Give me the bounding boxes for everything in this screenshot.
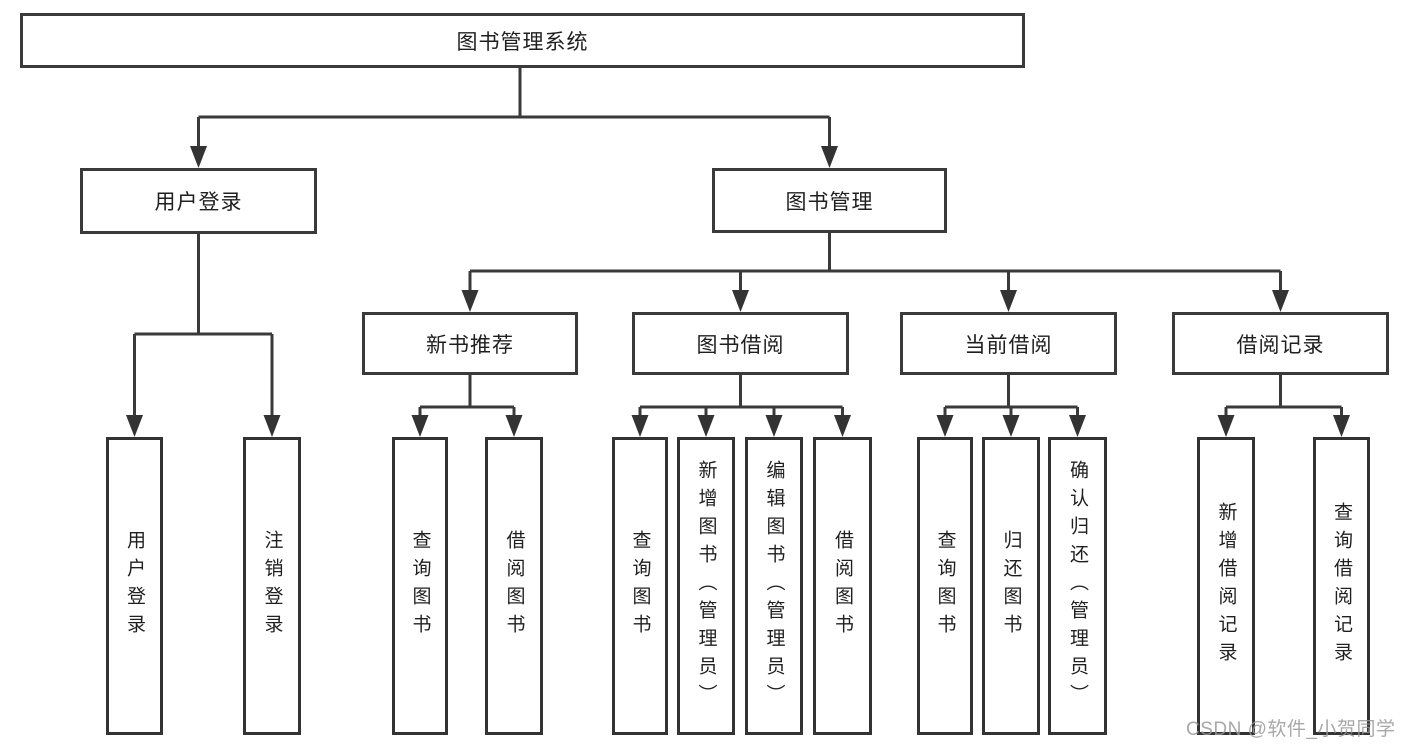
leaf-label: 借阅图书 bbox=[832, 530, 853, 642]
leaf-label: 查询图书 bbox=[409, 530, 431, 642]
arrow-down-icon bbox=[834, 415, 851, 437]
node-label: 图书管理 bbox=[785, 190, 874, 214]
arrow-down-icon bbox=[732, 290, 749, 312]
node-new-book-recommendation: 新书推荐 bbox=[362, 312, 578, 375]
leaf-add-borrowing-record: 新增借阅记录 bbox=[1197, 437, 1255, 735]
node-user-login: 用户登录 bbox=[80, 168, 317, 234]
arrow-down-icon bbox=[190, 146, 207, 168]
arrow-down-icon bbox=[411, 415, 429, 437]
node-book-management: 图书管理 bbox=[712, 168, 947, 233]
arrow-down-icon bbox=[1000, 290, 1017, 312]
leaf-confirm-return-admin: 确认归还（管理员） bbox=[1048, 437, 1107, 735]
node-label: 新书推荐 bbox=[426, 333, 514, 357]
node-label: 用户登录 bbox=[154, 191, 243, 214]
leaf-borrow-books-borrowing: 借阅图书 bbox=[813, 437, 872, 735]
leaf-return-book: 归还图书 bbox=[982, 437, 1040, 735]
leaf-label: 确认归还（管理员） bbox=[1067, 460, 1088, 712]
connector-book-mgmt-to-level3 bbox=[461, 233, 1289, 312]
arrow-down-icon bbox=[1002, 415, 1020, 437]
connector-user-login-to-leaves bbox=[126, 234, 281, 437]
leaf-query-books-newbook: 查询图书 bbox=[392, 437, 448, 735]
node-book-borrowing: 图书借阅 bbox=[632, 312, 849, 375]
connector-new-book-to-leaves bbox=[411, 375, 523, 437]
arrow-down-icon bbox=[631, 415, 649, 437]
connector-records-to-leaves bbox=[1217, 375, 1350, 437]
node-label: 当前借阅 bbox=[964, 333, 1053, 357]
arrow-down-icon bbox=[765, 415, 783, 437]
leaf-edit-book-admin: 编辑图书（管理员） bbox=[745, 437, 803, 735]
leaf-label: 归还图书 bbox=[1000, 530, 1022, 642]
node-borrowing-records: 借阅记录 bbox=[1172, 312, 1389, 375]
leaf-query-borrowing-record: 查询借阅记录 bbox=[1313, 437, 1370, 735]
arrow-down-icon bbox=[1217, 415, 1235, 437]
node-library-management-system: 图书管理系统 bbox=[20, 13, 1025, 68]
leaf-add-book-admin: 新增图书（管理员） bbox=[677, 437, 735, 735]
connector-root-to-level2 bbox=[190, 68, 838, 168]
leaf-borrow-books-newbook: 借阅图书 bbox=[485, 437, 543, 735]
arrow-down-icon bbox=[1069, 415, 1086, 437]
leaf-query-books-borrowing: 查询图书 bbox=[612, 437, 668, 735]
arrow-down-icon bbox=[126, 415, 143, 437]
connector-borrowing-to-leaves bbox=[631, 375, 851, 437]
arrow-down-icon bbox=[461, 290, 479, 312]
arrow-down-icon bbox=[263, 415, 281, 437]
leaf-label: 查询借阅记录 bbox=[1331, 502, 1352, 670]
arrow-down-icon bbox=[1333, 415, 1350, 437]
node-label: 图书借阅 bbox=[696, 333, 785, 357]
leaf-label: 新增图书（管理员） bbox=[695, 460, 717, 712]
arrow-down-icon bbox=[697, 415, 715, 437]
csdn-watermark: CSDN @软件_小贺同学 bbox=[1186, 719, 1396, 740]
leaf-label: 查询图书 bbox=[934, 530, 956, 642]
node-label: 借阅记录 bbox=[1236, 333, 1325, 357]
leaf-label: 查询图书 bbox=[629, 530, 651, 642]
leaf-label: 用户登录 bbox=[124, 530, 145, 642]
leaf-label: 借阅图书 bbox=[503, 530, 525, 642]
connector-current-to-leaves bbox=[936, 375, 1086, 437]
node-current-borrowing: 当前借阅 bbox=[900, 312, 1117, 375]
leaf-label: 注销登录 bbox=[261, 530, 283, 642]
arrow-down-icon bbox=[936, 415, 954, 437]
leaf-user-login: 用户登录 bbox=[106, 437, 163, 735]
arrow-down-icon bbox=[1272, 290, 1289, 312]
leaf-query-books-current: 查询图书 bbox=[917, 437, 973, 735]
leaf-label: 新增借阅记录 bbox=[1215, 502, 1237, 670]
arrow-down-icon bbox=[821, 146, 838, 168]
node-label: 图书管理系统 bbox=[456, 30, 589, 54]
leaf-logout-login: 注销登录 bbox=[243, 437, 301, 735]
leaf-label: 编辑图书（管理员） bbox=[763, 460, 785, 712]
arrow-down-icon bbox=[505, 415, 523, 437]
